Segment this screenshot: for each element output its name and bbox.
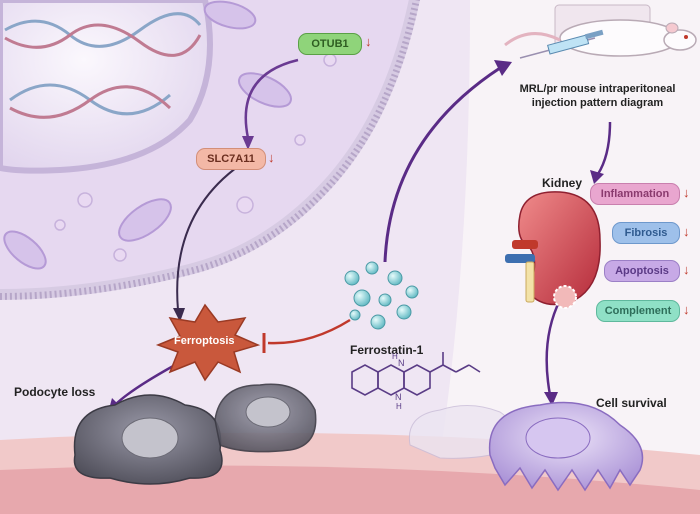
arrow-head — [590, 170, 604, 184]
dna-strand — [4, 23, 202, 57]
slc7a11-label: SLC7A11 — [207, 153, 255, 165]
effect-complement: Complement — [596, 300, 680, 322]
effect-fibrosis: Fibrosis — [612, 222, 680, 244]
effect-label: Apoptosis — [615, 265, 669, 277]
effect-label: Complement — [604, 305, 672, 317]
slc7a11-node: SLC7A11 — [196, 148, 266, 170]
mitochondrion — [238, 72, 292, 108]
effect-label: Inflammation — [600, 188, 670, 200]
atom-label: H — [396, 402, 402, 411]
ferrostatin-particles — [344, 261, 419, 330]
podocyte-cell-healthy — [408, 401, 644, 492]
ferroptosis-label: Ferroptosis — [174, 335, 235, 347]
ferroptosis-starburst — [155, 303, 261, 382]
arrow-head — [242, 136, 254, 150]
down-arrow-icon: ↓ — [365, 34, 372, 49]
kidney-label: Kidney — [542, 176, 583, 190]
effect-label: Fibrosis — [624, 227, 668, 239]
arrow-head — [173, 308, 185, 322]
down-arrow-icon: ↓ — [683, 224, 690, 239]
arrow-kidney-survival — [545, 299, 562, 396]
arrow-slc7a11-ferroptosis — [176, 164, 241, 311]
mouse-caption: MRL/pr mouse intraperitoneal injection p… — [519, 83, 676, 109]
down-arrow-icon: ↓ — [683, 185, 690, 200]
mitochondrion — [118, 198, 172, 242]
podocyte-cells-damaged — [73, 383, 317, 485]
mitochondrion — [3, 230, 47, 270]
arrow-head — [494, 60, 512, 76]
arrow-otub1-slc7a11 — [244, 58, 299, 139]
cell-survival-label: Cell survival — [596, 396, 667, 410]
down-arrow-icon: ↓ — [268, 150, 275, 165]
nucleus — [0, 0, 213, 174]
podocyte-loss-label: Podocyte loss — [14, 385, 96, 399]
dna-strand — [9, 85, 172, 119]
ferrostatin-label: Ferrostatin-1 — [350, 343, 424, 357]
kidney-illustration — [505, 191, 601, 309]
effect-apoptosis: Apoptosis — [604, 260, 680, 282]
dna-strand — [4, 12, 202, 48]
down-arrow-icon: ↓ — [683, 262, 690, 277]
arrow-ferrostatin-mouse — [383, 66, 501, 263]
atom-label: N — [395, 392, 402, 402]
arrow-head — [544, 392, 558, 406]
atom-label: H — [392, 352, 398, 361]
mitochondrion — [203, 0, 257, 30]
arrow-mouse-kidney — [596, 121, 612, 175]
effect-inflammation: Inflammation — [590, 183, 680, 205]
syringe — [519, 29, 604, 59]
down-arrow-icon: ↓ — [683, 302, 690, 317]
ferrostatin-structure — [351, 352, 481, 396]
otub1-label: OTUB1 — [311, 38, 349, 50]
atom-label: N — [398, 358, 405, 368]
arrow-ferroptosis-loss — [114, 363, 176, 406]
otub1-node: OTUB1 — [298, 33, 362, 55]
inhibition-line — [267, 318, 351, 345]
